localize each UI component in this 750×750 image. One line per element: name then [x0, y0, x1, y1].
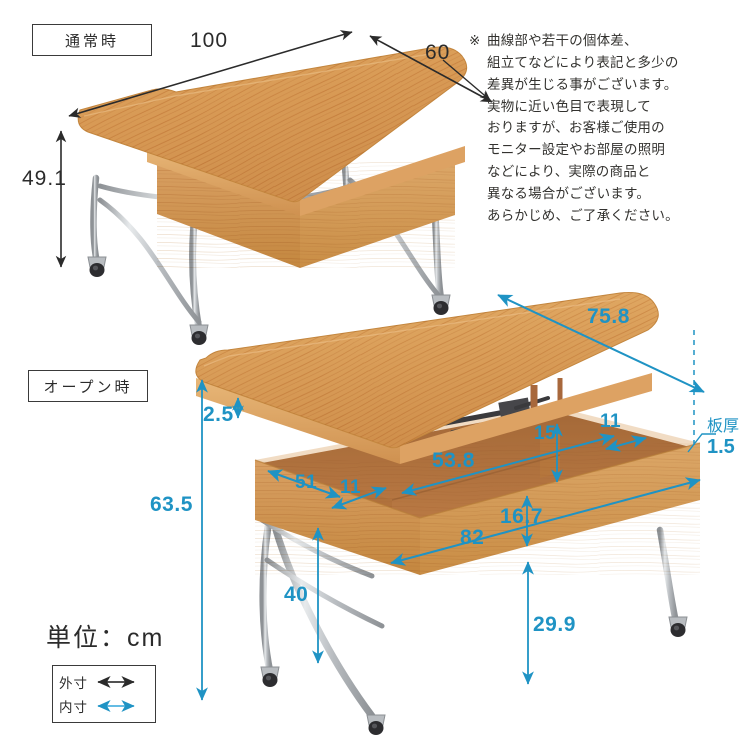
dimension-line-51 [267, 469, 341, 499]
disclaimer-line: 実物に近い色目で表現して [487, 98, 651, 114]
legend-box: 外寸 内寸 [52, 665, 156, 723]
disclaimer-leader-line [442, 59, 491, 101]
disclaimer-line: モニター設定やお部屋の照明 [487, 142, 666, 158]
dimension-label-60: 60 [425, 41, 451, 64]
disclaimer-line: などにより、実際の商品と [487, 164, 651, 180]
note-mark-icon: ※ [469, 33, 481, 48]
dimension-label-11-left: 11 [340, 477, 362, 498]
dimension-label-11-right: 11 [600, 411, 622, 432]
open-table-illustration [195, 292, 701, 735]
legend-label-inner: 内寸 [59, 700, 88, 715]
dimension-label-29-9: 29.9 [533, 613, 576, 636]
dimension-label-2-5: 2.5 [203, 403, 234, 426]
dimension-label-16-7: 16.7 [500, 505, 543, 528]
disclaimer-line: あらかじめ、ご了承ください。 [487, 207, 679, 223]
caster-wheel [87, 256, 451, 345]
dimension-label-15: 15 [534, 423, 557, 444]
thickness-label: 板厚 [707, 418, 740, 435]
dimension-label-51: 51 [295, 472, 318, 493]
disclaimer-line: 曲線部や若干の個体差、 [487, 33, 638, 48]
dimension-line-11-left [331, 486, 387, 510]
disclaimer-line: 異なる場合がございます。 [487, 186, 651, 202]
dimension-label-82: 82 [460, 526, 485, 549]
thickness-leader-line [687, 433, 716, 453]
dimension-label-63-5: 63.5 [150, 493, 193, 516]
dimension-label-75-8: 75.8 [587, 305, 630, 328]
dimension-line-82 [390, 477, 701, 566]
dimension-label-100: 100 [190, 29, 229, 52]
units-label: 単位：cm [46, 624, 165, 652]
disclaimer-note: ※ 曲線部や若干の個体差、 組立てなどにより表記と多少の 差異が生じる事がござい… [469, 30, 737, 227]
disclaimer-line: おりますが、お客様ご使用の [487, 120, 665, 136]
disclaimer-line: 組立てなどにより表記と多少の [487, 54, 679, 70]
dimension-line-60 [369, 35, 493, 103]
thickness-value: 1.5 [707, 436, 735, 459]
caster-wheel [260, 616, 688, 735]
state-label-normal: 通常時 [32, 24, 152, 56]
legend-row-inner: 内寸 [59, 694, 149, 718]
legend-label-outer: 外寸 [59, 676, 88, 691]
legend-arrow-outer-icon [97, 676, 135, 688]
dimension-label-53-8: 53.8 [432, 449, 475, 472]
legend-arrow-inner-icon [97, 700, 135, 712]
dimension-line-100 [68, 30, 353, 118]
thickness-callout: 板厚 1.5 [707, 418, 739, 459]
dimension-label-40: 40 [284, 583, 309, 606]
dimension-line-11-right [605, 435, 647, 452]
dimension-label-49-1: 49.1 [22, 167, 67, 190]
disclaimer-line: 差異が生じる事がございます。 [487, 76, 678, 92]
closed-table-illustration [77, 46, 468, 345]
state-label-open: オープン時 [28, 370, 148, 402]
dimension-line-75-8 [497, 294, 705, 393]
legend-row-outer: 外寸 [59, 670, 149, 694]
